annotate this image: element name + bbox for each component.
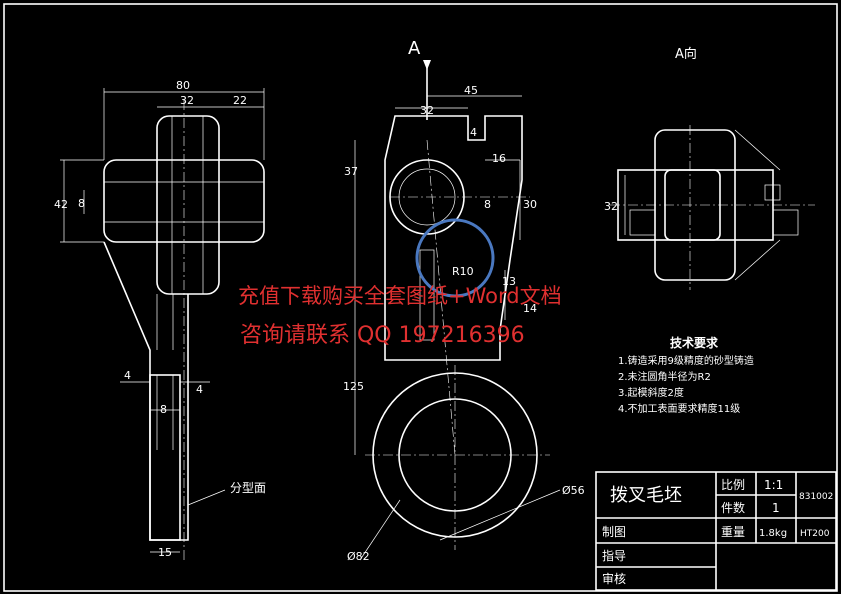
logo-watermark-icon (415, 218, 495, 298)
right-view (610, 125, 815, 290)
dim-4-top: 4 (470, 126, 477, 139)
dim-32-left: 32 (180, 94, 194, 107)
tech-req-item: 1.铸造采用9级精度的砂型铸造 (618, 354, 754, 367)
guide-label: 指导 (602, 548, 626, 563)
tech-req-item: 2.未注圆角半径为R2 (618, 370, 711, 383)
dim-32-center: 32 (420, 104, 434, 117)
dim-14: 14 (523, 302, 537, 315)
dim-4-a: 4 (124, 369, 131, 382)
dim-45: 45 (464, 84, 478, 97)
qty-value: 1 (772, 501, 780, 515)
dim-8-center: 8 (484, 198, 491, 211)
scale-value: 1:1 (764, 478, 783, 492)
drawing-frame (3, 3, 838, 592)
drawing-number: 831002 (799, 492, 833, 502)
parting-label: 分型面 (230, 481, 266, 495)
drawn-label: 制图 (602, 525, 626, 539)
part-name: 拨叉毛坯 (610, 485, 682, 506)
fork-body (384, 115, 523, 361)
dim-13: 13 (502, 275, 516, 288)
dim-42: 42 (54, 198, 68, 211)
dim-30: 30 (523, 198, 537, 211)
left-view (60, 88, 265, 560)
dim-80: 80 (176, 79, 190, 92)
dim-8-left: 8 (78, 197, 85, 210)
dim-37: 37 (344, 165, 358, 178)
view-title-a: A向 (675, 46, 697, 62)
scale-label: 比例 (721, 478, 745, 492)
title-block (595, 471, 837, 591)
weight-value: 1.8kg (759, 528, 787, 539)
dim-d56: Ø56 (562, 484, 585, 497)
dim-d82: Ø82 (347, 550, 370, 563)
qty-label: 件数 (721, 500, 745, 515)
material: HT200 (800, 529, 830, 539)
dim-22: 22 (233, 94, 247, 107)
review-label: 审核 (602, 571, 626, 586)
dim-4-b: 4 (196, 383, 203, 396)
watermark-line2: 咨询请联系 QQ 197216396 (240, 323, 525, 348)
dim-125: 125 (343, 380, 364, 393)
tech-req-title: 技术要求 (670, 335, 719, 350)
view-label-a: A (408, 38, 421, 59)
dim-15: 15 (158, 546, 172, 559)
dim-r10: R10 (452, 265, 474, 278)
dim-8-stem: 8 (160, 403, 167, 416)
tech-req-item: 4.不加工表面要求精度11级 (618, 402, 740, 415)
watermark-line1: 充值下载购买全套图纸+Word文档 (238, 284, 562, 308)
tech-req-item: 3.起模斜度2度 (618, 386, 684, 399)
left-stem (149, 374, 181, 541)
dim-16: 16 (492, 152, 506, 165)
dim-32-right: 32 (604, 200, 618, 213)
weight-label: 重量 (721, 525, 745, 539)
